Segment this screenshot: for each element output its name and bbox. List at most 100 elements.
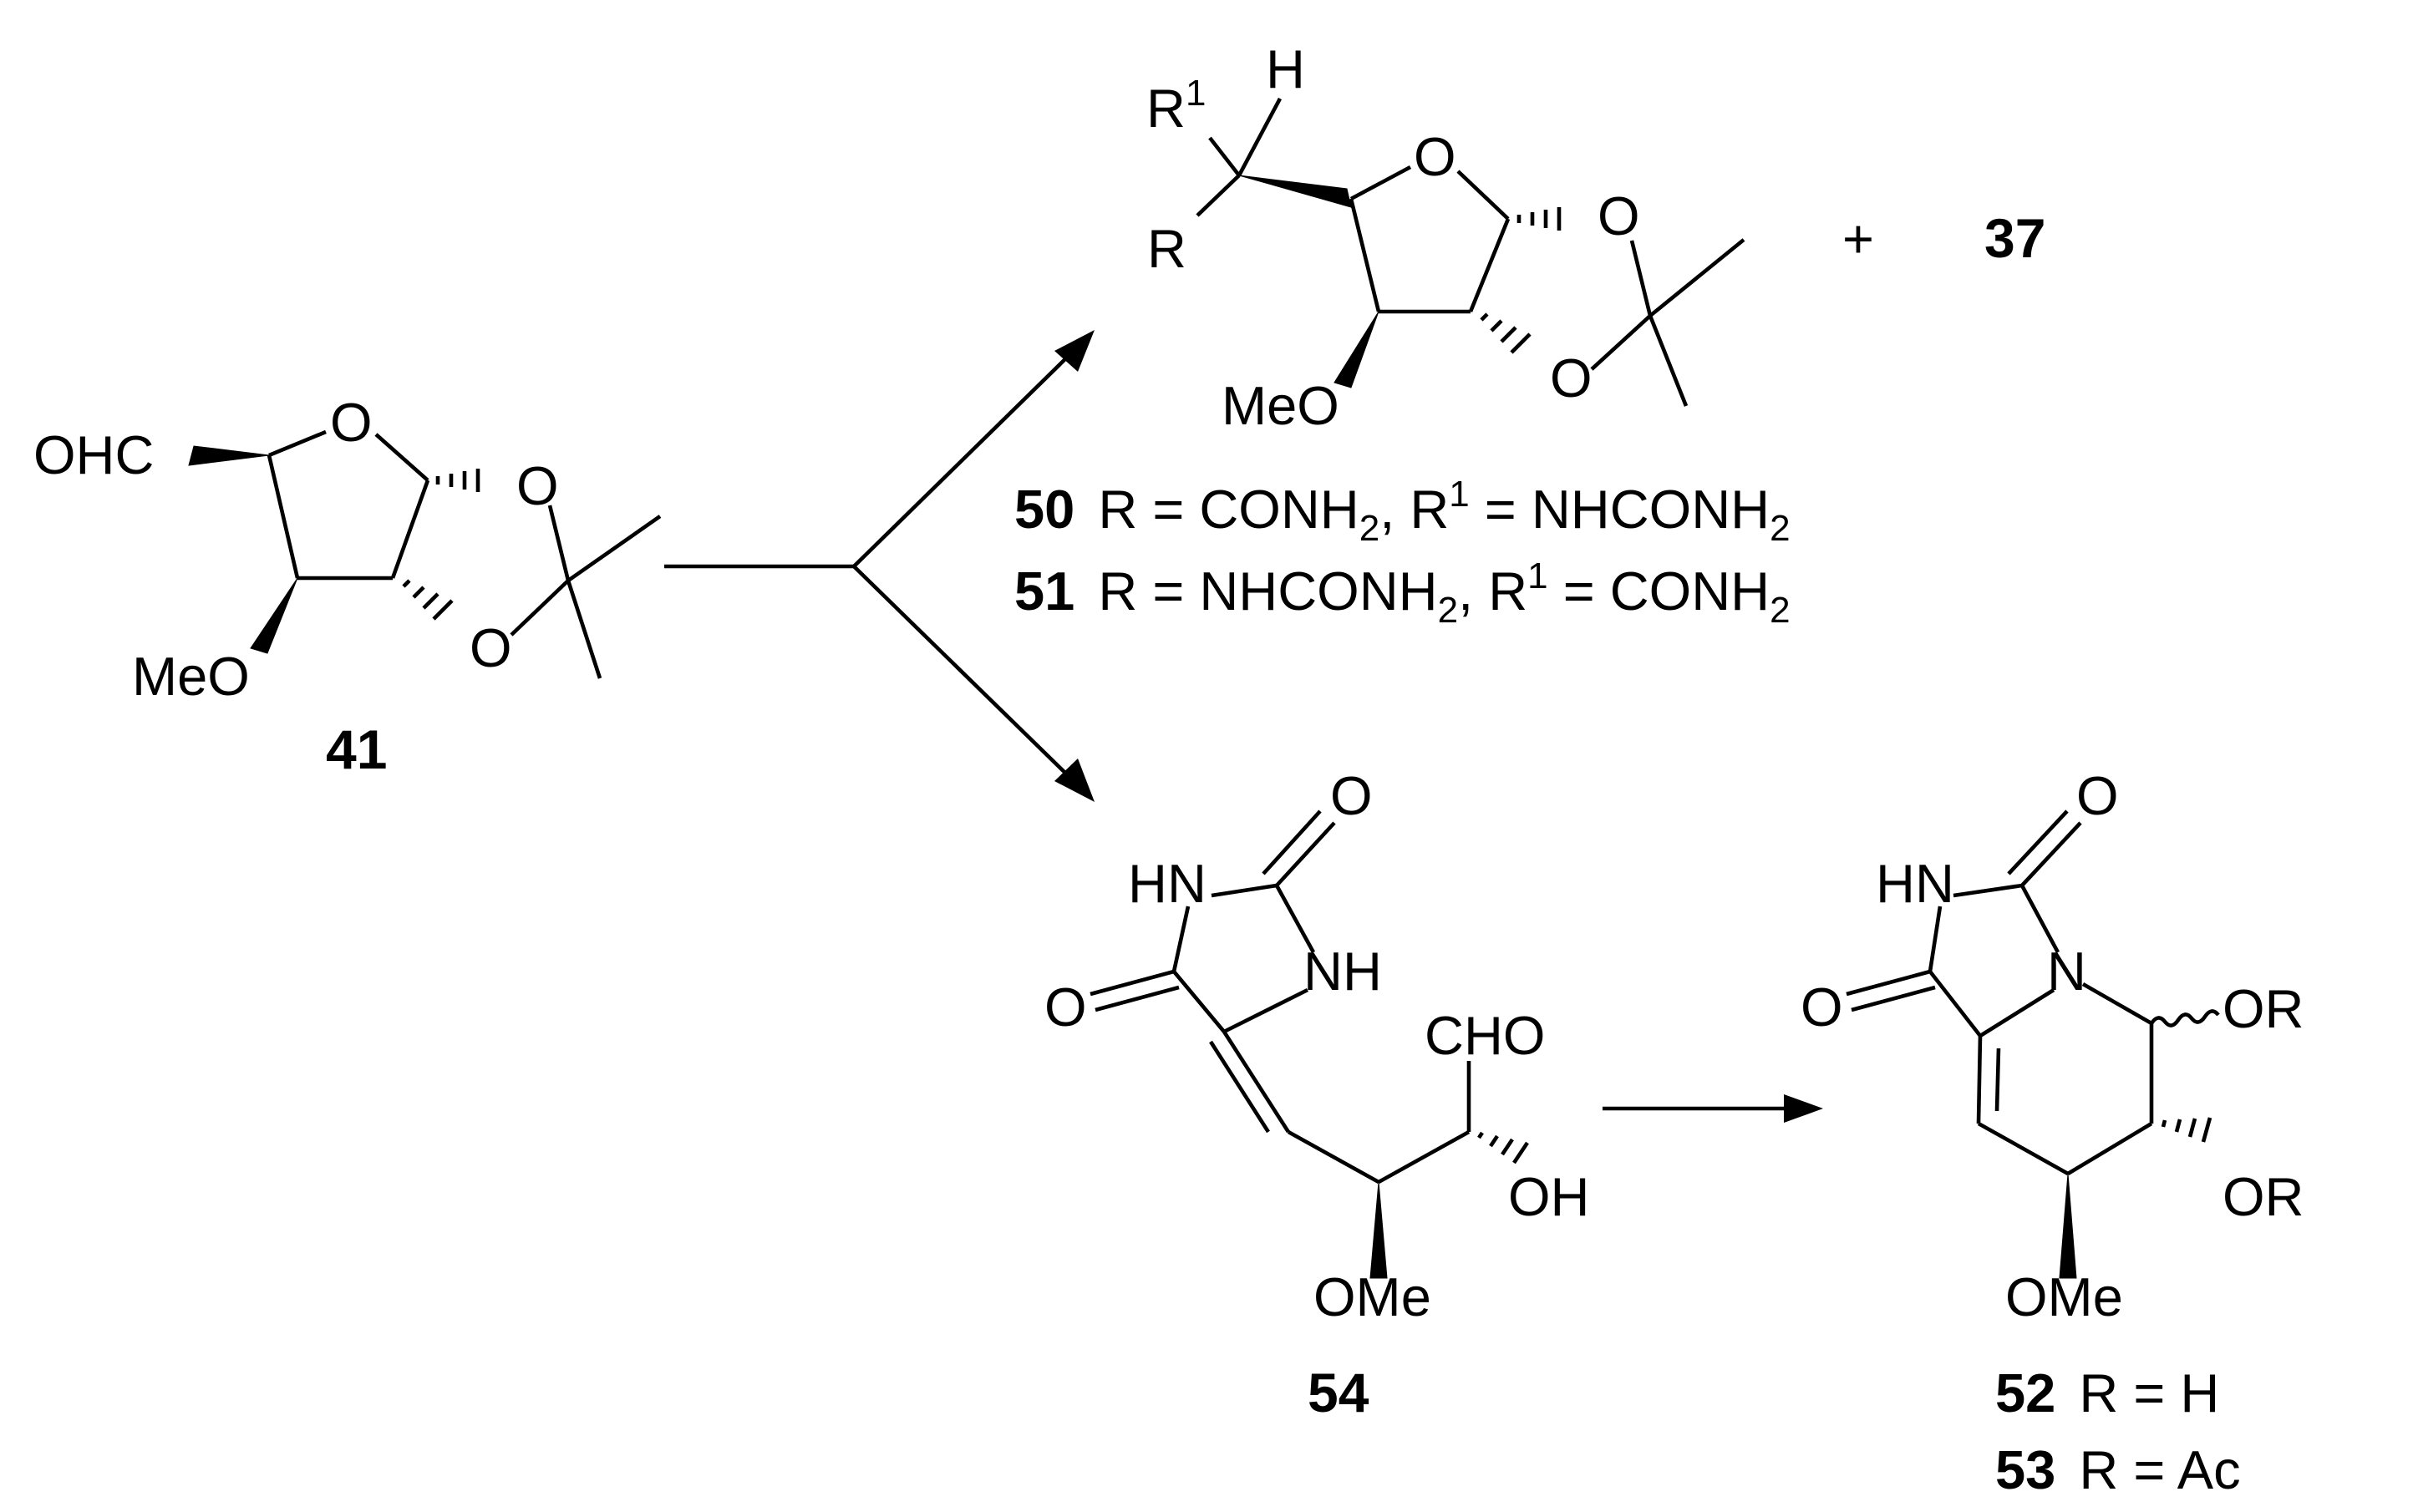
methoxy-label: MeO [1222,375,1339,436]
bond [1979,988,2055,1038]
double-bond [2020,821,2082,887]
bond [1211,883,1278,898]
hashed-bond [2161,1117,2212,1143]
wedge-bond [1238,175,1352,208]
nh-label: HN [1128,853,1206,914]
bond [267,454,300,579]
wedge-bond [188,445,270,466]
bond [1237,97,1283,177]
double-bond [1976,1035,1983,1124]
carbonyl-oxygen-label: O [1044,977,1087,1038]
bond [1208,136,1241,177]
bond [1377,1129,1471,1185]
double-bond [1851,985,1936,1012]
bond [1171,906,1191,972]
methoxy-label: MeO [132,646,250,707]
bond [1629,240,1653,317]
bond [1977,1121,2070,1176]
bond [390,479,430,579]
dioxolane-oxygen-label: O [1550,348,1593,408]
ring-oxygen-label: O [330,392,373,453]
bond [1349,198,1381,312]
nh-label: HN [1876,853,1954,914]
hashed-bond [1480,312,1532,354]
bond [1172,970,1226,1033]
double-bond [1262,809,1322,875]
hashed-bond [1477,1131,1529,1164]
double-bond [1275,821,1336,887]
compound-number: 54 [1308,1362,1369,1423]
hydroxy-label: OH [1508,1166,1590,1227]
carbonyl-oxygen-label: O [1801,977,1843,1038]
arrow-branch-down [852,565,1075,783]
double-bond [1090,969,1175,997]
dioxolane-oxygen-label: O [516,455,559,516]
bond [1222,987,1309,1034]
bond [1648,315,1689,407]
wedge-bond [2059,1173,2077,1279]
bond [1928,906,1943,972]
bond [1349,165,1412,201]
r1-label: R1 [1146,73,1206,139]
bond [2081,982,2153,1025]
hashed-bond [402,579,454,621]
carbonyl-oxygen-label: O [1330,765,1373,826]
wavy-bond [2150,1009,2220,1027]
bond [1590,314,1652,371]
dioxolane-oxygen-label: O [1598,185,1640,246]
ring-oxygen-label: O [1414,126,1456,187]
arrow-branch-up [852,349,1075,568]
ring-nitrogen-label: N [2047,941,2086,1002]
bond [566,580,602,679]
double-bond [1846,969,1931,997]
double-bond [1095,985,1180,1012]
bond [1468,218,1511,312]
bond [510,579,570,637]
compound-41: OHC O O O MeO 41 [33,392,662,780]
methoxy-label: OMe [1313,1266,1431,1327]
plus-sign: + [1842,208,1874,269]
dioxolane-oxygen-label: O [470,617,512,678]
wedge-bond [250,577,298,654]
bond [566,515,662,582]
bond [2066,1122,2153,1175]
bond [1196,174,1241,217]
r-label: R [1147,218,1186,279]
or-label: OR [2222,978,2304,1039]
bond [1648,238,1745,317]
hashed-bond [1516,207,1562,231]
compound-54: HN O NH O CHO OH OMe 54 [1044,765,1590,1423]
bond [547,505,571,581]
wedge-bond [1369,1181,1388,1279]
nh-label: NH [1303,941,1382,1002]
arrowhead [1784,1094,1823,1123]
compound-number: 41 [326,718,387,780]
aldehyde-label: CHO [1425,1005,1545,1066]
hydrogen-label: H [1266,38,1305,99]
double-bond [1209,1040,1270,1134]
carbonyl-oxygen-label: O [2076,765,2119,826]
bond [1456,170,1510,221]
coproduct-number: 37 [1984,207,2045,269]
bond [268,429,327,458]
bond [374,433,429,482]
aldehyde-label: OHC [33,424,154,485]
arrowhead [1054,759,1095,802]
or-label: OR [2222,1166,2304,1227]
bond [1274,884,1316,954]
double-bond [1222,1030,1290,1134]
reaction-arrows [664,330,1823,1123]
double-bond [2007,809,2069,875]
bond [1928,970,1982,1038]
hashed-bond [435,469,480,492]
double-bond [1994,1048,2001,1112]
bond [2019,884,2060,954]
methoxy-label: OMe [2005,1266,2123,1327]
